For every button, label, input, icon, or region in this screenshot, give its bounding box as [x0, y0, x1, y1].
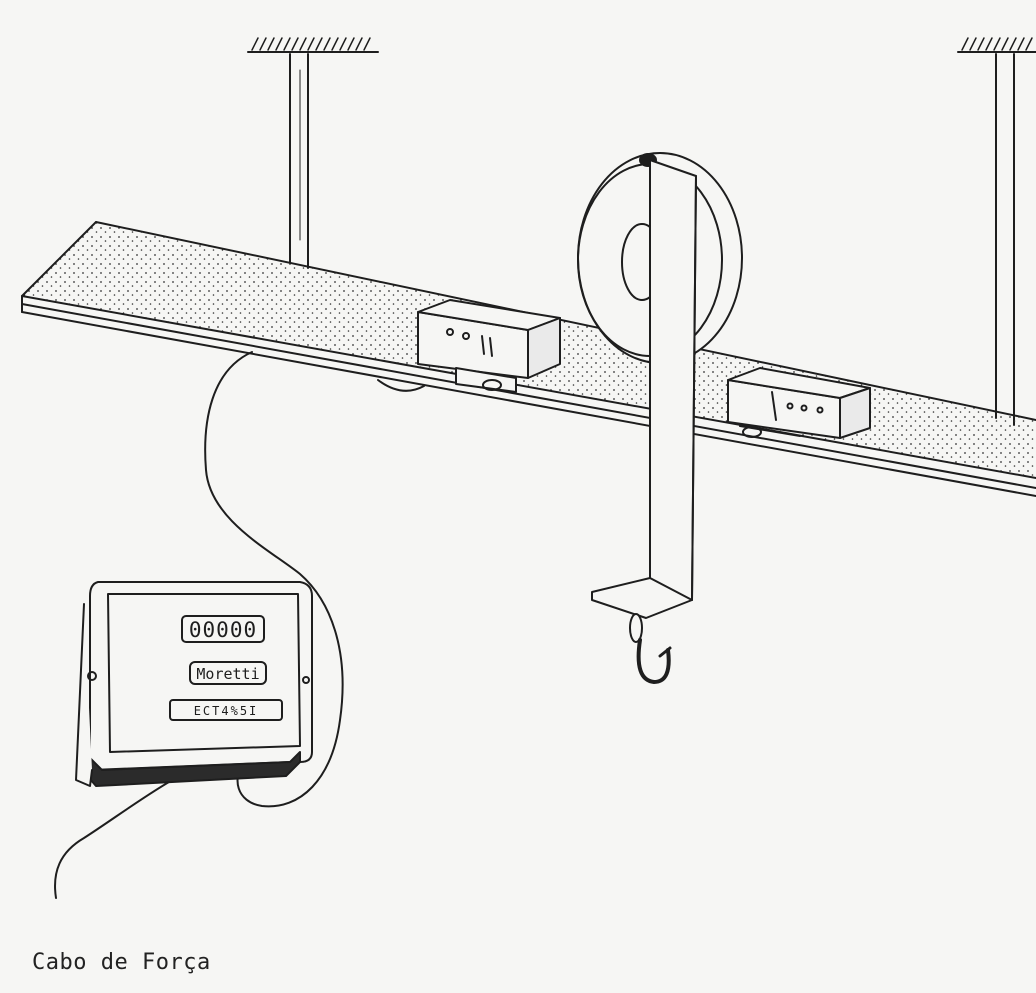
rail-clamp-left — [377, 299, 561, 393]
indicator-keypad: ECT4%5I — [194, 704, 259, 718]
indicator-display: 00000 — [189, 618, 257, 642]
power-cord — [54, 777, 177, 899]
power-cable — [204, 351, 344, 808]
hook-icon — [629, 613, 672, 684]
ceiling-mount-right — [957, 37, 1036, 426]
cable-caption: Cabo de Força — [32, 950, 211, 975]
rail-clamp-right — [727, 367, 871, 439]
ceiling-mount-left — [247, 37, 379, 269]
hanger-arm — [591, 159, 697, 619]
indicator-brand: Moretti — [196, 665, 259, 683]
weight-indicator: 00000 Moretti ECT4%5I — [75, 581, 313, 787]
